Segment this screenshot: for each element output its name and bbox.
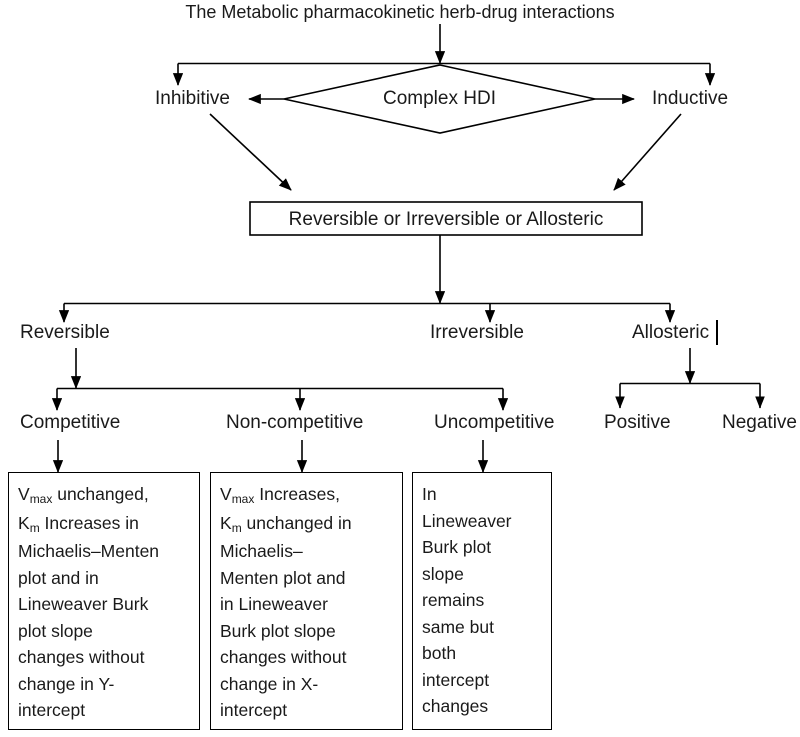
process-label: Reversible or Irreversible or Allosteric	[288, 209, 604, 230]
node-inductive: Inductive	[652, 88, 729, 109]
node-uncompetitive: Uncompetitive	[434, 412, 555, 433]
node-negative: Negative	[722, 412, 797, 433]
decision-diamond	[283, 64, 596, 134]
page-title: The Metabolic pharmacokinetic herb-drug …	[185, 2, 615, 22]
node-inhibitive: Inhibitive	[155, 88, 230, 109]
node-allosteric: Allosteric	[632, 322, 710, 343]
node-positive: Positive	[604, 412, 671, 433]
node-reversible: Reversible	[20, 322, 110, 343]
node-non-competitive: Non-competitive	[226, 412, 364, 433]
node-irreversible: Irreversible	[430, 322, 524, 343]
connector-inhibitive-to-process	[209, 113, 292, 191]
node-competitive: Competitive	[20, 412, 121, 433]
decision-label: Complex HDI	[383, 88, 496, 109]
connector-inductive-to-process	[613, 113, 682, 191]
process-rect	[249, 201, 643, 236]
text-caret	[716, 320, 718, 345]
